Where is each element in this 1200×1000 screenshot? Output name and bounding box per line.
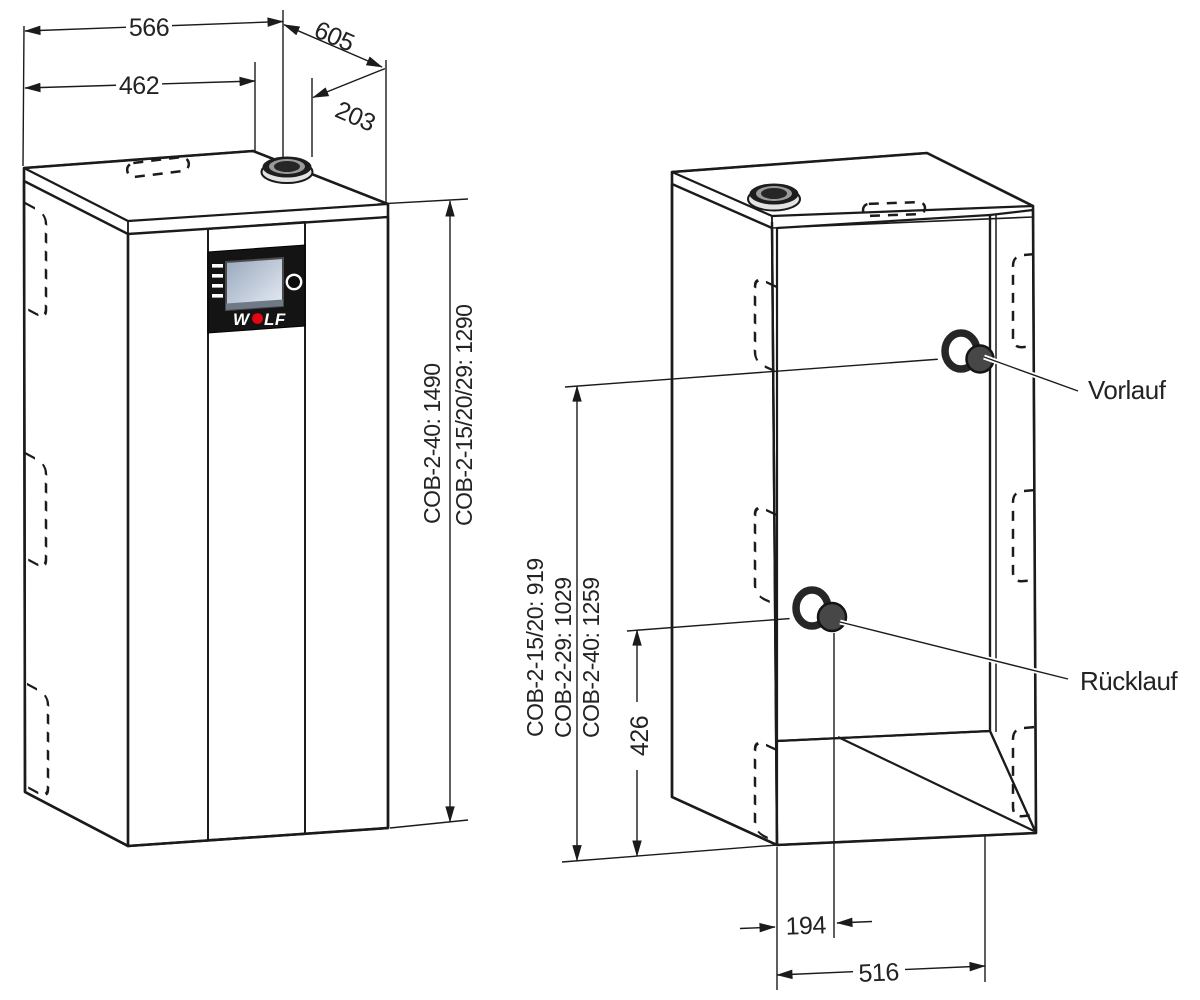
rear-view-lid-back (771, 205, 1034, 229)
dim-height-cob-2-15-20: COB-2-15/20: 919 (522, 558, 548, 737)
front-view-top-face (22, 149, 390, 223)
ruecklauf-label: Rücklauf (1080, 666, 1178, 696)
rear-view-bottom-inner (775, 729, 1038, 847)
vorlauf-leader-line (983, 356, 1079, 392)
dim-462: 462 (119, 72, 159, 100)
dim-426: 426 (626, 716, 654, 756)
front-view-top-knockout (125, 155, 191, 179)
front-view-outline (22, 149, 390, 848)
wolf-logo-w: W (233, 310, 251, 329)
dim-line-203 (312, 67, 386, 99)
wolf-logo-lf: LF (264, 310, 286, 329)
vorlauf-connection (936, 324, 995, 378)
control-panel: W LF (207, 244, 306, 334)
rear-view-back-panel (775, 213, 992, 743)
dim-194: 194 (785, 911, 827, 940)
front-view-unit: W LF (22, 149, 390, 848)
dim-height-cob-2-40: COB-2-40: 1490 (419, 364, 445, 524)
control-panel-buttons[interactable] (212, 264, 223, 298)
ruecklauf-connection (787, 581, 848, 635)
rear-view-corner-edge (770, 221, 779, 846)
dim-605: 605 (310, 16, 358, 58)
dim-566-mask (126, 16, 172, 38)
front-view-dimensions: 566 462 605 203 COB-2-40: 1490 COB-2-15/… (22, 10, 477, 829)
control-knob[interactable] (285, 273, 303, 291)
dim-height-cob-2-40: COB-2-40: 1259 (578, 578, 604, 738)
dim-516: 516 (858, 958, 899, 988)
rear-view-rightstrip-dashed-marks (1011, 252, 1034, 818)
dim-height-cob-2-15-20-29: COB-2-15/20/29: 1290 (451, 305, 477, 526)
dim-566: 566 (129, 14, 169, 42)
dim-203: 203 (331, 96, 379, 138)
rear-bottom-reference-line (561, 844, 778, 863)
rear-view-leftface-dashed-marks (753, 278, 776, 843)
dim-516-mask (853, 955, 905, 985)
rear-view-flue-pipe (747, 183, 801, 212)
dim-426-group: 426 (626, 702, 654, 770)
rear-view-unit (670, 151, 1038, 847)
front-view-side-dashed-marks (25, 201, 50, 797)
rear-view-dimensions: COB-2-15/20: 919 COB-2-29: 1029 COB-2-40… (522, 385, 986, 990)
vorlauf-label: Vorlauf (1088, 375, 1167, 405)
dim-line-605 (283, 24, 383, 68)
front-view-lid-left (23, 167, 129, 235)
dim-height-cob-2-29: COB-2-29: 1029 (550, 578, 576, 738)
rear-view-bottom-inner-edge (837, 736, 1035, 832)
dim-462-mask (116, 72, 162, 96)
wolf-logo-dot (252, 313, 263, 324)
rear-view-outline (670, 151, 1038, 847)
dim-line-194-right (836, 917, 873, 928)
rear-view-side-face (670, 182, 779, 847)
ruecklauf-level-line (626, 617, 798, 632)
dim-line-194-left (739, 922, 776, 933)
front-view-extension-lines (22, 10, 469, 829)
ruecklauf-leader-line (839, 621, 1069, 680)
front-view-flue-pipe (260, 156, 314, 184)
pipe-labels: Vorlauf Rücklauf (839, 354, 1179, 696)
control-panel-display (225, 256, 284, 312)
vorlauf-level-line (564, 356, 969, 388)
wolf-logo: W LF (233, 310, 286, 329)
front-view-side-face (22, 179, 130, 848)
rear-view-top-knockout (861, 200, 927, 218)
